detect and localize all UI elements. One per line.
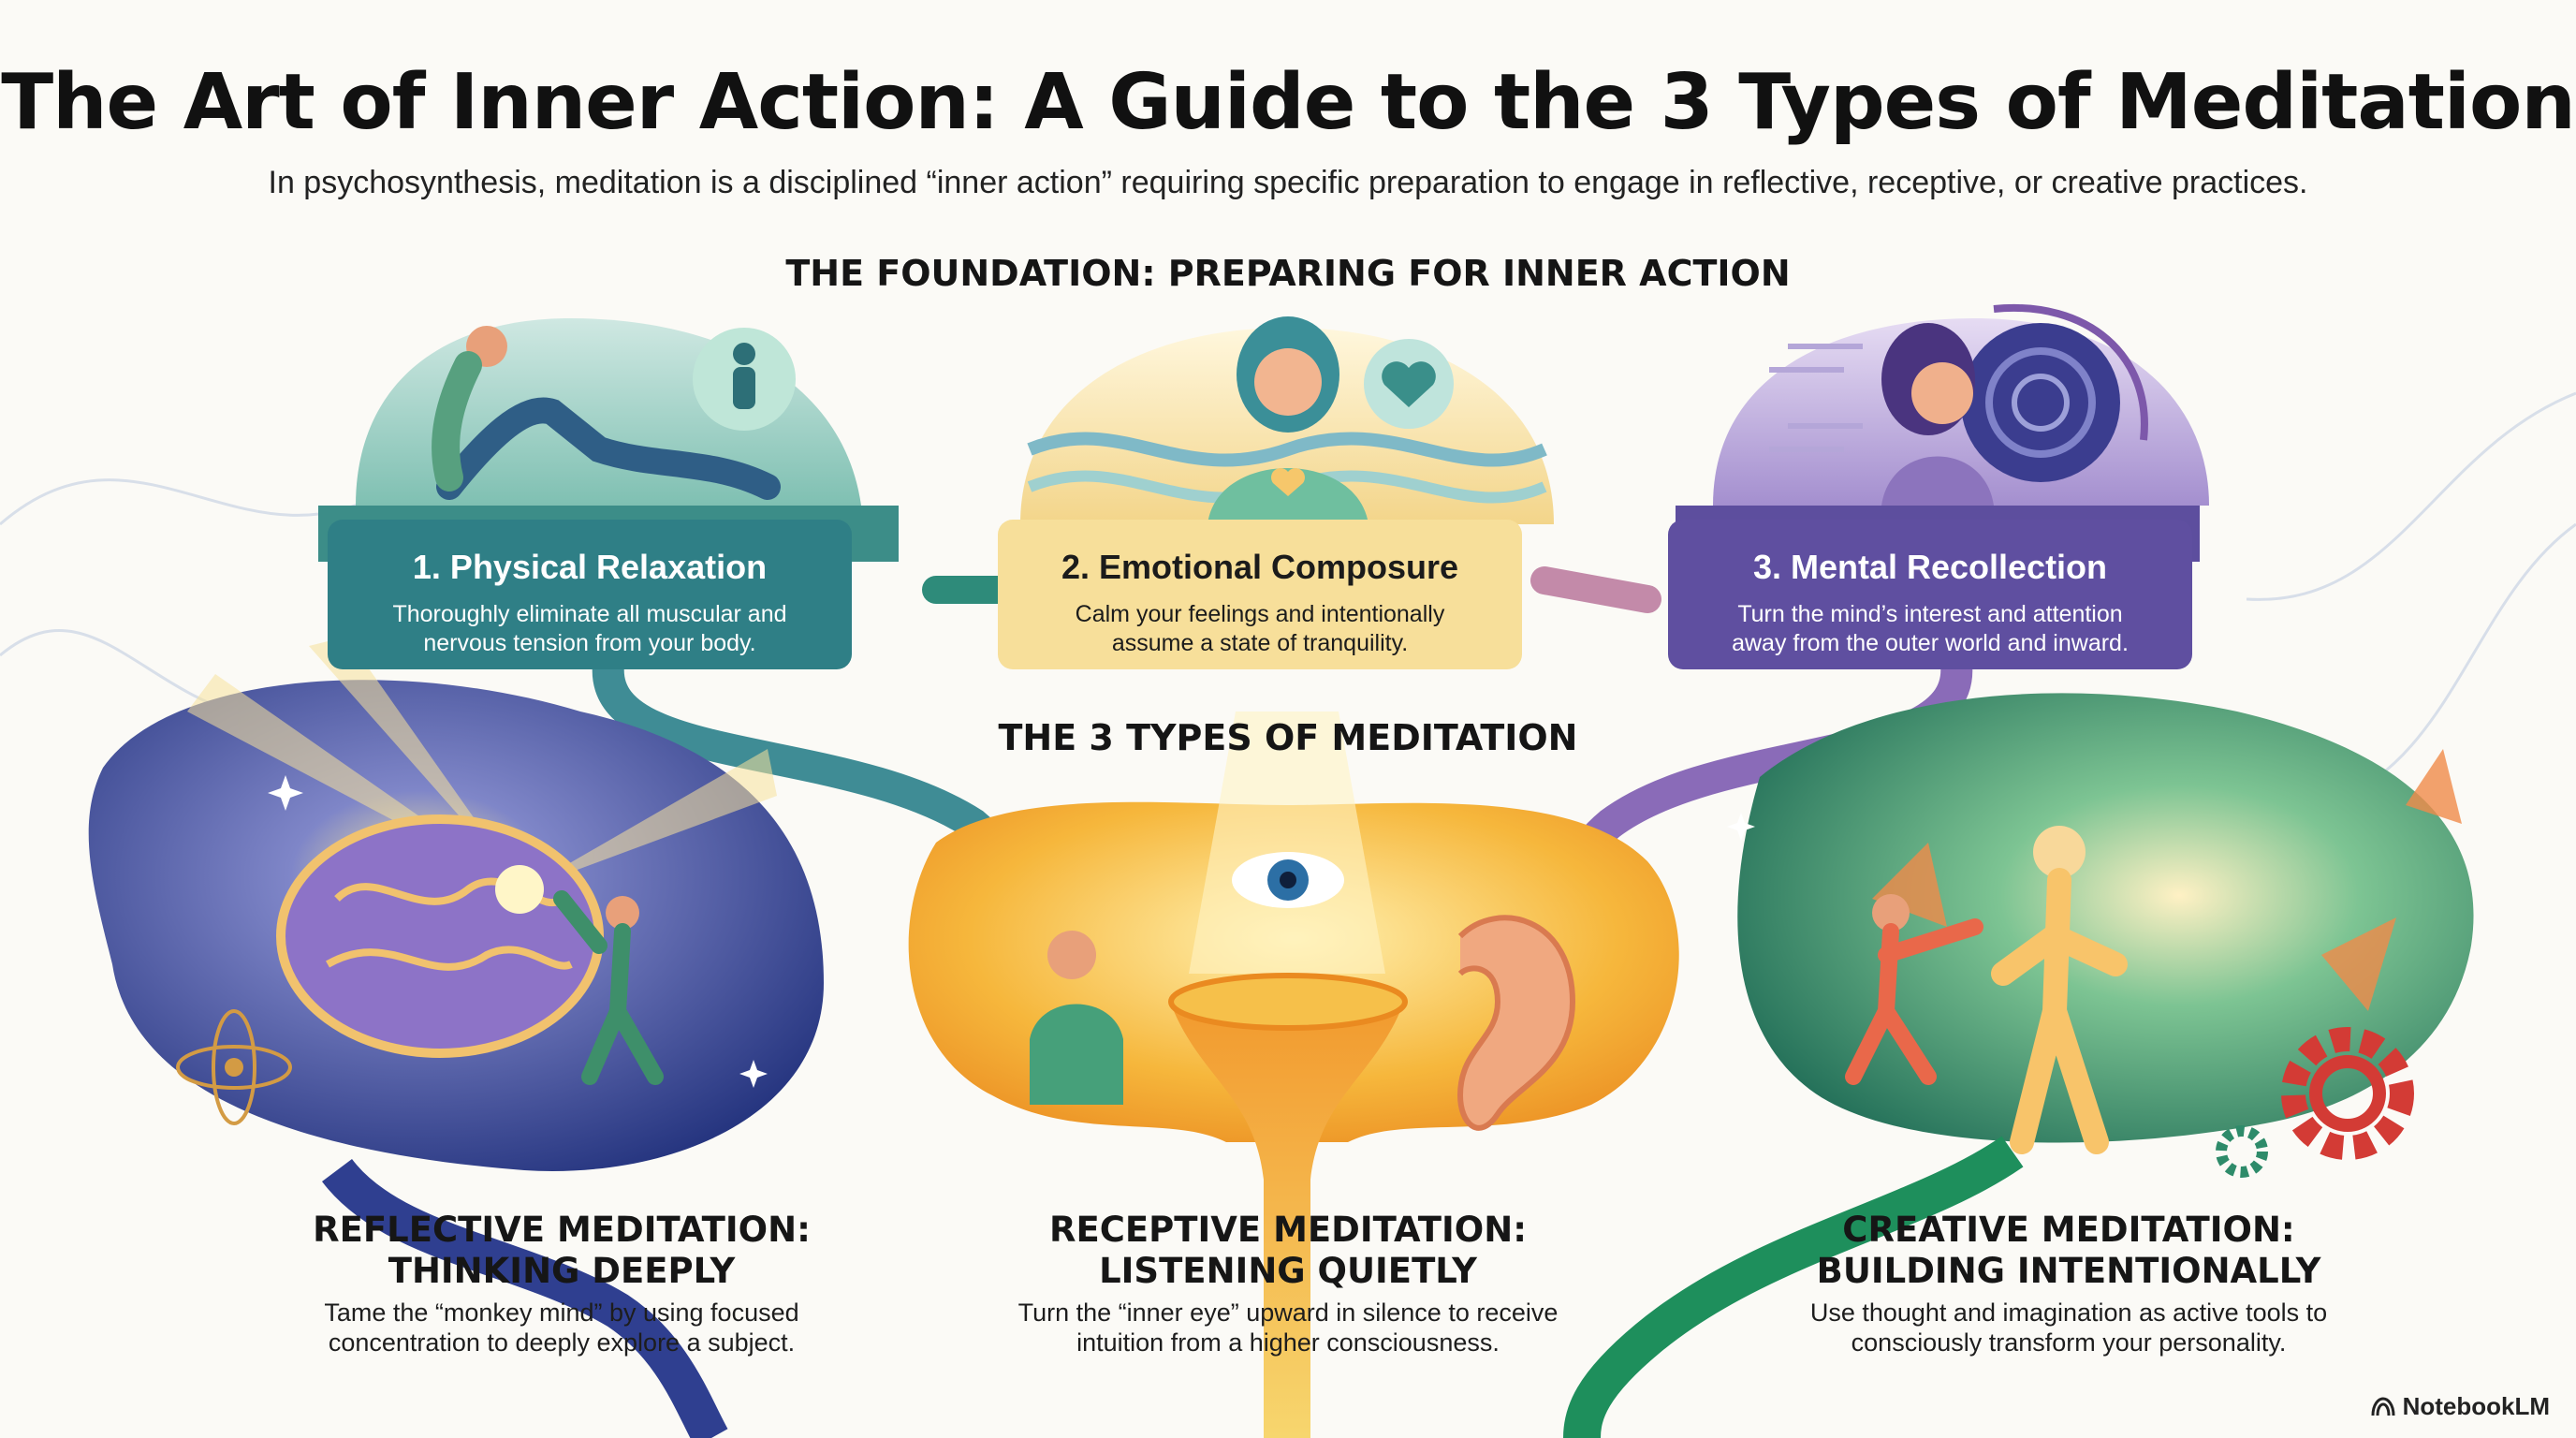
receptive-description: Turn the “inner eye” upward in silence t… (1017, 1299, 1559, 1357)
prep-title: 3. Mental Recollection (1752, 548, 2108, 586)
gear-icon (2281, 1027, 2414, 1160)
prep-card-mental-recollection: 3. Mental Recollection Turn the mind’s i… (1668, 520, 2192, 669)
prep-card-physical-relaxation: 1. Physical Relaxation Thoroughly elimin… (328, 520, 852, 669)
prep-description: Turn the mind’s interest and attention a… (1732, 601, 2129, 656)
creative-heading-line1: CREATIVE MEDITATION: (1842, 1210, 2295, 1250)
creative-meditation-panel (1563, 693, 2474, 1438)
prep-title: 2. Emotional Composure (1061, 548, 1459, 586)
reflective-description: Tame the “monkey mind” by using focused … (324, 1299, 799, 1357)
prep-description: Thoroughly eliminate all muscular and ne… (392, 601, 787, 656)
brand-watermark: NotebookLM (2371, 1392, 2550, 1421)
notebooklm-logo-icon (2371, 1396, 2395, 1416)
emotional-composure-illustration (1020, 316, 1554, 524)
page-subtitle: In psychosynthesis, meditation is a disc… (268, 165, 2308, 200)
reflective-meditation-panel (88, 637, 824, 1438)
prep-card-emotional-composure: 2. Emotional Composure Calm your feeling… (998, 520, 1522, 669)
prep-description: Calm your feelings and intentionally ass… (1075, 601, 1445, 656)
receptive-heading-line2: LISTENING QUIETLY (1099, 1251, 1477, 1291)
reflective-heading-line2: THINKING DEEPLY (388, 1251, 736, 1291)
mental-recollection-illustration (1676, 303, 2209, 562)
reflective-heading-line1: REFLECTIVE MEDITATION: (313, 1210, 811, 1250)
creative-heading-line2: BUILDING INTENTIONALLY (1816, 1251, 2321, 1291)
foundation-heading: THE FOUNDATION: PREPARING FOR INNER ACTI… (785, 253, 1791, 294)
brand-name: NotebookLM (2402, 1392, 2550, 1420)
reflective-heading: REFLECTIVE MEDITATION: THINKING DEEPLY (234, 1210, 889, 1292)
prep-title: 1. Physical Relaxation (412, 548, 768, 586)
receptive-heading-line1: RECEPTIVE MEDITATION: (1048, 1210, 1528, 1250)
receptive-heading: RECEPTIVE MEDITATION: LISTENING QUIETLY (960, 1210, 1616, 1292)
types-heading: THE 3 TYPES OF MEDITATION (998, 717, 1578, 758)
page-title: The Art of Inner Action: A Guide to the … (1, 58, 2576, 147)
receptive-meditation-panel (908, 712, 1679, 1438)
creative-description: Use thought and imagination as active to… (1809, 1299, 2328, 1357)
creative-heading: CREATIVE MEDITATION: BUILDING INTENTIONA… (1741, 1210, 2396, 1292)
